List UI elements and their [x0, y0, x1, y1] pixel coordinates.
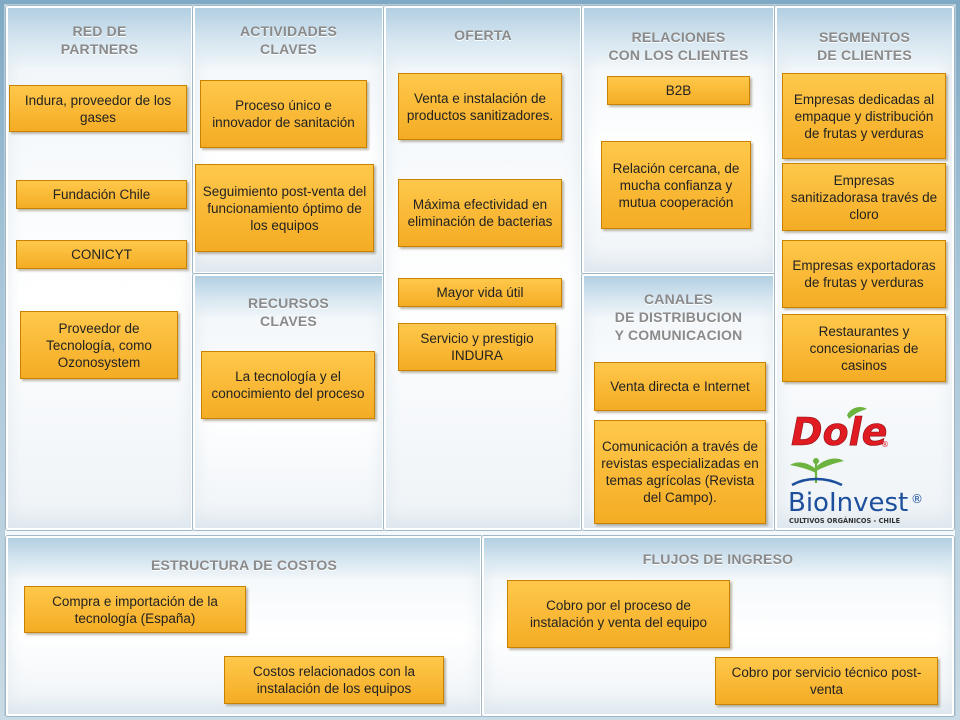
dole-wordmark: Dole	[791, 410, 887, 451]
segment-box: Empresas exportadoras de frutas y verdur…	[782, 240, 946, 308]
channel-box: Venta directa e Internet	[594, 362, 766, 411]
sprout-icon	[790, 458, 844, 487]
relations-title: RELACIONES CON LOS CLIENTES	[608, 29, 749, 63]
segment-box: Empresas dedicadas al empaque y distribu…	[782, 73, 946, 159]
partner-box: CONICYT	[16, 240, 187, 269]
activity-box: Proceso único e innovador de sanitación	[200, 80, 367, 148]
partner-box: Fundación Chile	[16, 180, 187, 209]
bioinvest-wordmark: BioInvest	[788, 488, 908, 518]
partner-box: Proveedor de Tecnología, como Ozonosyste…	[20, 311, 178, 379]
offer-box: Venta e instalación de productos sanitiz…	[398, 73, 562, 140]
activity-box: Seguimiento post-venta del funcionamient…	[195, 164, 374, 252]
channels-title: CANALES DE DISTRIBUCION Y COMUNICACION	[614, 291, 743, 343]
revenue-box: Cobro por el proceso de instalación y ve…	[507, 580, 730, 648]
partners-title: RED DE PARTNERS	[60, 23, 139, 57]
offer-box: Servicio y prestigio INDURA	[398, 323, 556, 371]
segment-box: Empresas sanitizadorasa través de cloro	[782, 163, 946, 231]
activities-title: ACTIVIDADES CLAVES	[239, 23, 338, 57]
bioinvest-logo: BioInvest ® CULTIVOS ORGÁNICOS - CHILE	[788, 458, 923, 525]
resources-title: RECURSOS CLAVES	[248, 295, 329, 329]
resource-box: La tecnología y el conocimiento del proc…	[201, 351, 375, 419]
offer-box: Máxima efectividad en eliminación de bac…	[398, 179, 562, 247]
bioinvest-registered-mark: ®	[911, 492, 923, 506]
revenue-title: FLUJOS DE INGRESO	[642, 551, 794, 567]
relation-box: Relación cercana, de mucha confianza y m…	[601, 141, 751, 229]
dole-leaf-icon	[847, 407, 867, 419]
channel-box: Comunicación a través de revistas especi…	[594, 420, 766, 524]
segment-box: Restaurantes y concesionarias de casinos	[782, 314, 946, 382]
dole-logo: Dole ®	[791, 407, 889, 451]
offer-title: OFERTA	[454, 27, 512, 43]
cost-box: Costos relacionados con la instalación d…	[224, 656, 444, 704]
dole-registered-mark: ®	[881, 440, 889, 449]
segments-title: SEGMENTOS DE CLIENTES	[817, 29, 912, 63]
bioinvest-tagline: CULTIVOS ORGÁNICOS - CHILE	[789, 516, 901, 525]
costs-title: ESTRUCTURA DE COSTOS	[150, 557, 337, 573]
relation-box: B2B	[607, 76, 750, 105]
revenue-box: Cobro por servicio técnico post-venta	[715, 657, 938, 705]
partner-box: Indura, proveedor de los gases	[9, 85, 187, 132]
offer-box: Mayor vida útil	[398, 278, 562, 307]
cost-box: Compra e importación de la tecnología (E…	[24, 586, 246, 633]
panel-relations: RELACIONES CON LOS CLIENTES	[582, 6, 775, 274]
